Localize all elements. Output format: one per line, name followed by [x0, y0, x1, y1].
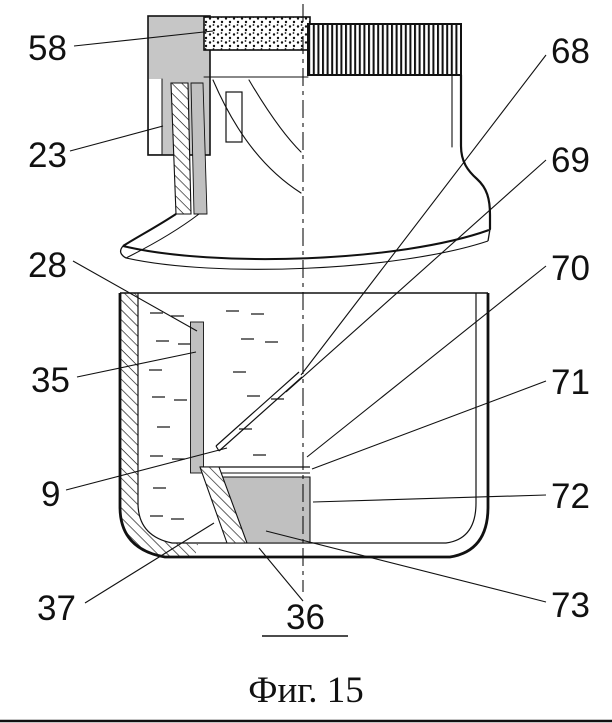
leader-73: [265, 530, 547, 603]
label-73: 73: [551, 586, 590, 625]
leader-68: [300, 54, 547, 376]
label-36: 36: [286, 598, 325, 637]
label-28: 28: [28, 246, 67, 285]
leader-28: [72, 260, 198, 332]
container-body: [118, 292, 490, 559]
container-left-wall-hatch: [120, 293, 198, 557]
shoulder-left-tip: [119, 245, 127, 259]
cap-assembly: [147, 15, 492, 231]
cap-wall-hatch-strip: [170, 82, 192, 215]
bottom-insert: [199, 466, 311, 544]
cap-left-notch: [149, 79, 162, 154]
leader-37: [84, 522, 215, 604]
shoulder-right-tip: [487, 228, 491, 242]
bottle-shoulder: [119, 213, 491, 270]
leader-71: [311, 380, 547, 470]
shoulder-left-flare-outer: [122, 213, 177, 247]
label-23: 23: [28, 136, 67, 175]
cap-inner-profile-curve-2: [248, 79, 302, 153]
cap-skirt-outer-right: [459, 73, 492, 231]
leader-36: [258, 547, 304, 602]
insert-hatch-wedge: [199, 466, 248, 544]
inner-wick-strip: [190, 321, 204, 474]
leader-70: [306, 265, 547, 458]
label-35: 35: [31, 361, 70, 400]
leader-69: [285, 159, 547, 393]
cap-stipple-band: [203, 16, 311, 51]
label-9: 9: [41, 475, 60, 514]
cap-inner-profile-curve-1: [212, 79, 302, 194]
leader-58: [73, 30, 214, 47]
liquid-marks: [149, 310, 284, 520]
container-outer-outline: [118, 293, 490, 559]
leader-35: [76, 351, 197, 378]
label-68: 68: [551, 32, 590, 71]
shoulder-left-flare-inner: [125, 213, 200, 259]
label-58: 58: [28, 29, 67, 68]
label-72: 72: [551, 477, 590, 516]
reference-labels: 58 23 28 35 9 37 68 69 70 71 72 73 36: [28, 29, 590, 637]
label-37: 37: [37, 589, 76, 628]
leader-72: [312, 494, 547, 503]
cap-inner-gray-strip: [190, 82, 208, 215]
cap-vent-window: [225, 91, 243, 143]
label-71: 71: [551, 363, 590, 402]
shoulder-sweep-inner: [125, 240, 489, 270]
figure-caption: Фиг. 15: [248, 670, 364, 711]
label-69: 69: [551, 141, 590, 180]
cap-knurl-band: [307, 23, 462, 76]
capillary-upper-line: [215, 371, 300, 447]
leader-23: [69, 125, 164, 152]
leader-9: [65, 447, 228, 491]
shoulder-sweep-outer: [122, 229, 490, 261]
leader-lines: [65, 30, 547, 637]
label-70: 70: [551, 249, 590, 288]
